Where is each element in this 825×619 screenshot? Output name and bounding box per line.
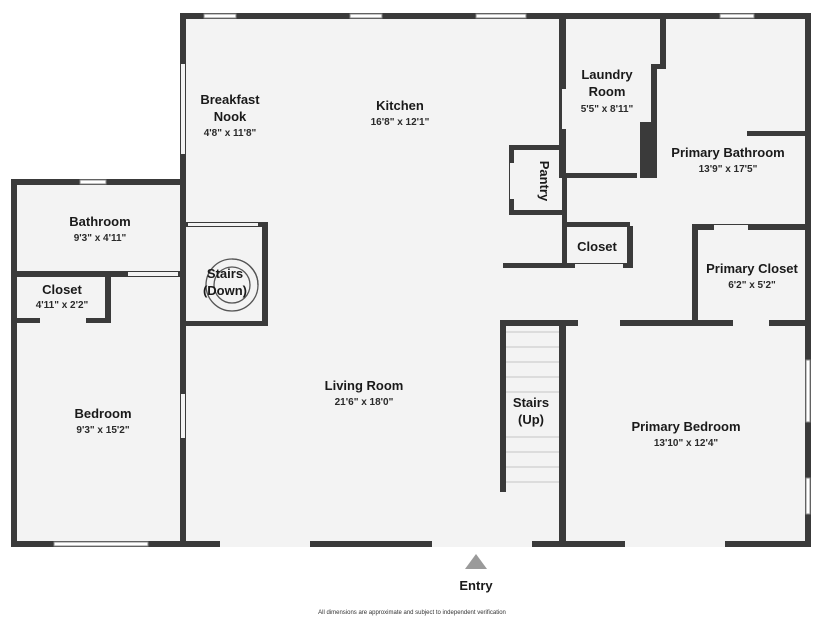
breakfast-nook-dims: 4'8" x 11'8" xyxy=(204,128,257,139)
laundry-room-name-line2: Room xyxy=(589,84,626,99)
door-openings xyxy=(40,64,769,547)
stairs-down-name-line2: (Down) xyxy=(203,283,247,298)
living-room-name: Living Room xyxy=(325,378,404,393)
bedroom-dims: 9'3" x 15'2" xyxy=(76,425,129,436)
bathroom-name: Bathroom xyxy=(69,214,130,229)
primary-bathroom-name: Primary Bathroom xyxy=(671,145,784,160)
kitchen-dims: 16'8" x 12'1" xyxy=(371,117,430,128)
closet-center-name: Closet xyxy=(577,239,617,254)
pantry-name: Pantry xyxy=(537,161,552,202)
closet-left-name: Closet xyxy=(42,282,82,297)
kitchen-name: Kitchen xyxy=(376,98,424,113)
bedroom-name: Bedroom xyxy=(74,406,131,421)
windows xyxy=(53,13,811,547)
primary-closet-name: Primary Closet xyxy=(706,261,798,276)
breakfast-nook-name-line1: Breakfast xyxy=(200,92,260,107)
closet-left-dims: 4'11" x 2'2" xyxy=(36,300,89,311)
entry-label: Entry xyxy=(459,578,493,593)
primary-closet-dims: 6'2" x 5'2" xyxy=(728,280,776,291)
laundry-room-name-line1: Laundry xyxy=(581,67,633,82)
living-room-dims: 21'6" x 18'0" xyxy=(335,397,394,408)
primary-bathroom-dims: 13'9" x 17'5" xyxy=(699,164,758,175)
floor-areas xyxy=(14,16,808,546)
stairs-down-spiral-icon xyxy=(205,258,259,312)
bathroom-dims: 9'3" x 4'11" xyxy=(74,233,127,244)
laundry-room-dims: 5'5" x 8'11" xyxy=(581,104,634,115)
stairs-up-name-line2: (Up) xyxy=(518,412,544,427)
stairs-up-treads xyxy=(506,331,559,483)
disclaimer: All dimensions are approximate and subje… xyxy=(318,610,506,616)
primary-bedroom-dims: 13'10" x 12'4" xyxy=(654,438,719,449)
breakfast-nook-name-line2: Nook xyxy=(214,109,247,124)
primary-bedroom-name: Primary Bedroom xyxy=(631,419,740,434)
room-labels: Kitchen 16'8" x 12'1" Breakfast Nook 4'8… xyxy=(36,67,799,449)
stairs-down-name-line1: Stairs xyxy=(207,266,243,281)
entry-arrow-icon xyxy=(465,554,487,569)
stairs-up-name-line1: Stairs xyxy=(513,395,549,410)
